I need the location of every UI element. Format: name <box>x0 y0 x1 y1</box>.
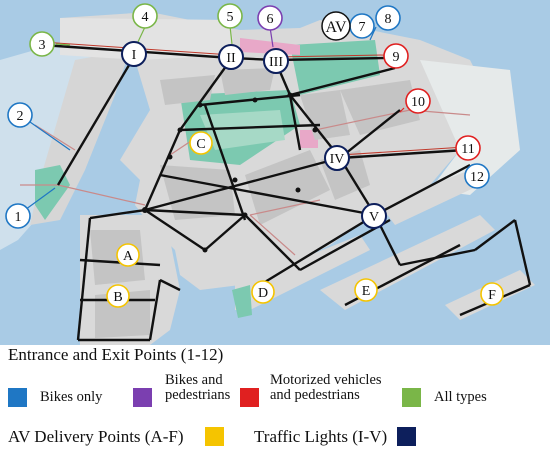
entrance-marker-7: 7 <box>349 13 375 39</box>
delivery-point-E-label: E <box>362 284 371 299</box>
entrance-marker-11: 11 <box>455 135 481 161</box>
delivery-point-C: C <box>189 131 213 155</box>
legend: Entrance and Exit Points (1-12) Bikes on… <box>0 345 550 457</box>
legend-label-bikes-pedestrians: Bikes and pedestrians <box>165 372 231 403</box>
delivery-point-F: F <box>480 282 504 306</box>
traffic-light-I: I <box>121 41 147 67</box>
entrance-marker-11-circle <box>455 135 481 161</box>
delivery-point-F-circle <box>480 282 504 306</box>
traffic-light-IV-circle <box>324 145 350 171</box>
entrance-marker-2-circle <box>7 102 33 128</box>
minor-roads <box>20 109 471 256</box>
delivery-point-E: E <box>354 278 378 302</box>
traffic-light-III-label: III <box>269 55 283 70</box>
entrance-marker-5: 5 <box>217 3 243 29</box>
entrance-marker-8: 8 <box>375 5 401 31</box>
entrance-marker-10-circle <box>405 88 431 114</box>
legend-swatch-bikes-pedestrians <box>133 388 152 407</box>
entrance-marker-4-label: 4 <box>142 10 149 25</box>
entrance-marker-2: 2 <box>7 102 33 128</box>
av-marker: AV <box>321 11 351 41</box>
legend-label-bikes-only: Bikes only <box>40 389 103 405</box>
delivery-point-C-circle <box>189 131 213 155</box>
entrance-marker-8-circle <box>375 5 401 31</box>
entrance-marker-10-label: 10 <box>411 95 425 110</box>
legend-traffic-lights: Traffic Lights (I-V) <box>254 427 388 446</box>
traffic-light-I-label: I <box>132 48 137 63</box>
traffic-light-V: V <box>361 203 387 229</box>
traffic-light-III: III <box>263 48 289 74</box>
entrance-marker-1: 1 <box>5 203 31 229</box>
entrance-marker-7-label: 7 <box>359 20 366 35</box>
traffic-light-II-circle <box>218 44 244 70</box>
traffic-light-III-circle <box>263 48 289 74</box>
entrance-marker-9-circle <box>383 43 409 69</box>
traffic-light-V-circle <box>361 203 387 229</box>
entrance-marker-4: 4 <box>132 3 158 29</box>
delivery-point-markers: A B C D E F <box>106 131 504 308</box>
entrance-marker-4-circle <box>132 3 158 29</box>
entrance-marker-9-label: 9 <box>393 50 400 65</box>
delivery-point-C-label: C <box>196 137 205 152</box>
entrance-marker-5-circle <box>217 3 243 29</box>
legend-av-delivery: AV Delivery Points (A-F) <box>8 427 184 446</box>
traffic-light-IV-label: IV <box>330 152 345 167</box>
entrance-marker-3-circle <box>29 31 55 57</box>
park-north <box>290 40 380 95</box>
pink-strip <box>240 38 300 55</box>
entrance-marker-2-label: 2 <box>17 109 24 124</box>
entrance-marker-6-label: 6 <box>267 12 274 27</box>
traffic-light-II-label: II <box>226 51 236 66</box>
delivery-point-B-circle <box>106 284 130 308</box>
traffic-light-II: II <box>218 44 244 70</box>
east-faded <box>420 60 520 195</box>
legend-entrance-title: Entrance and Exit Points (1-12) <box>8 345 224 364</box>
delivery-point-A-circle <box>116 243 140 267</box>
delivery-point-B: B <box>106 284 130 308</box>
entrance-marker-8-label: 8 <box>385 12 392 27</box>
pier-d-green <box>232 285 252 318</box>
delivery-point-B-label: B <box>113 290 122 305</box>
legend-swatch-motorized <box>240 388 259 407</box>
legend-swatch-traffic-lights <box>397 427 416 446</box>
legend-swatch-av-delivery <box>205 427 224 446</box>
entrance-marker-12: 12 <box>464 163 490 189</box>
entrance-marker-12-label: 12 <box>470 170 484 185</box>
entrance-marker-3: 3 <box>29 31 55 57</box>
delivery-point-D-label: D <box>258 286 268 301</box>
delivery-point-A-label: A <box>123 249 134 264</box>
entrance-marker-6: 6 <box>257 5 283 31</box>
traffic-light-I-circle <box>121 41 147 67</box>
av-label: AV <box>325 19 346 36</box>
legend-label-motorized: Motorized vehicles and pedestrians <box>270 372 382 403</box>
entrance-marker-9: 9 <box>383 43 409 69</box>
delivery-point-F-label: F <box>488 288 496 303</box>
entrance-marker-3-label: 3 <box>39 38 46 53</box>
delivery-point-D: D <box>251 280 275 304</box>
entrance-marker-1-label: 1 <box>15 210 22 225</box>
legend-swatch-bikes-only <box>8 388 27 407</box>
delivery-point-D-circle <box>251 280 275 304</box>
entrance-marker-10: 10 <box>405 88 431 114</box>
entrance-marker-12-circle <box>464 163 490 189</box>
delivery-point-E-circle <box>354 278 378 302</box>
traffic-light-V-label: V <box>369 210 379 225</box>
entrance-marker-11-label: 11 <box>461 142 474 157</box>
traffic-light-IV: IV <box>324 145 350 171</box>
east-quay <box>380 170 480 225</box>
legend-label-all-types: All types <box>434 389 487 405</box>
entrance-marker-6-circle <box>257 5 283 31</box>
main-roads <box>41 43 532 342</box>
legend-swatch-all-types <box>402 388 421 407</box>
park-plaza <box>200 110 285 150</box>
entrance-marker-1-circle <box>5 203 31 229</box>
entrance-marker-5-label: 5 <box>227 10 234 25</box>
delivery-point-A: A <box>116 243 140 267</box>
junction-dots <box>142 92 318 253</box>
